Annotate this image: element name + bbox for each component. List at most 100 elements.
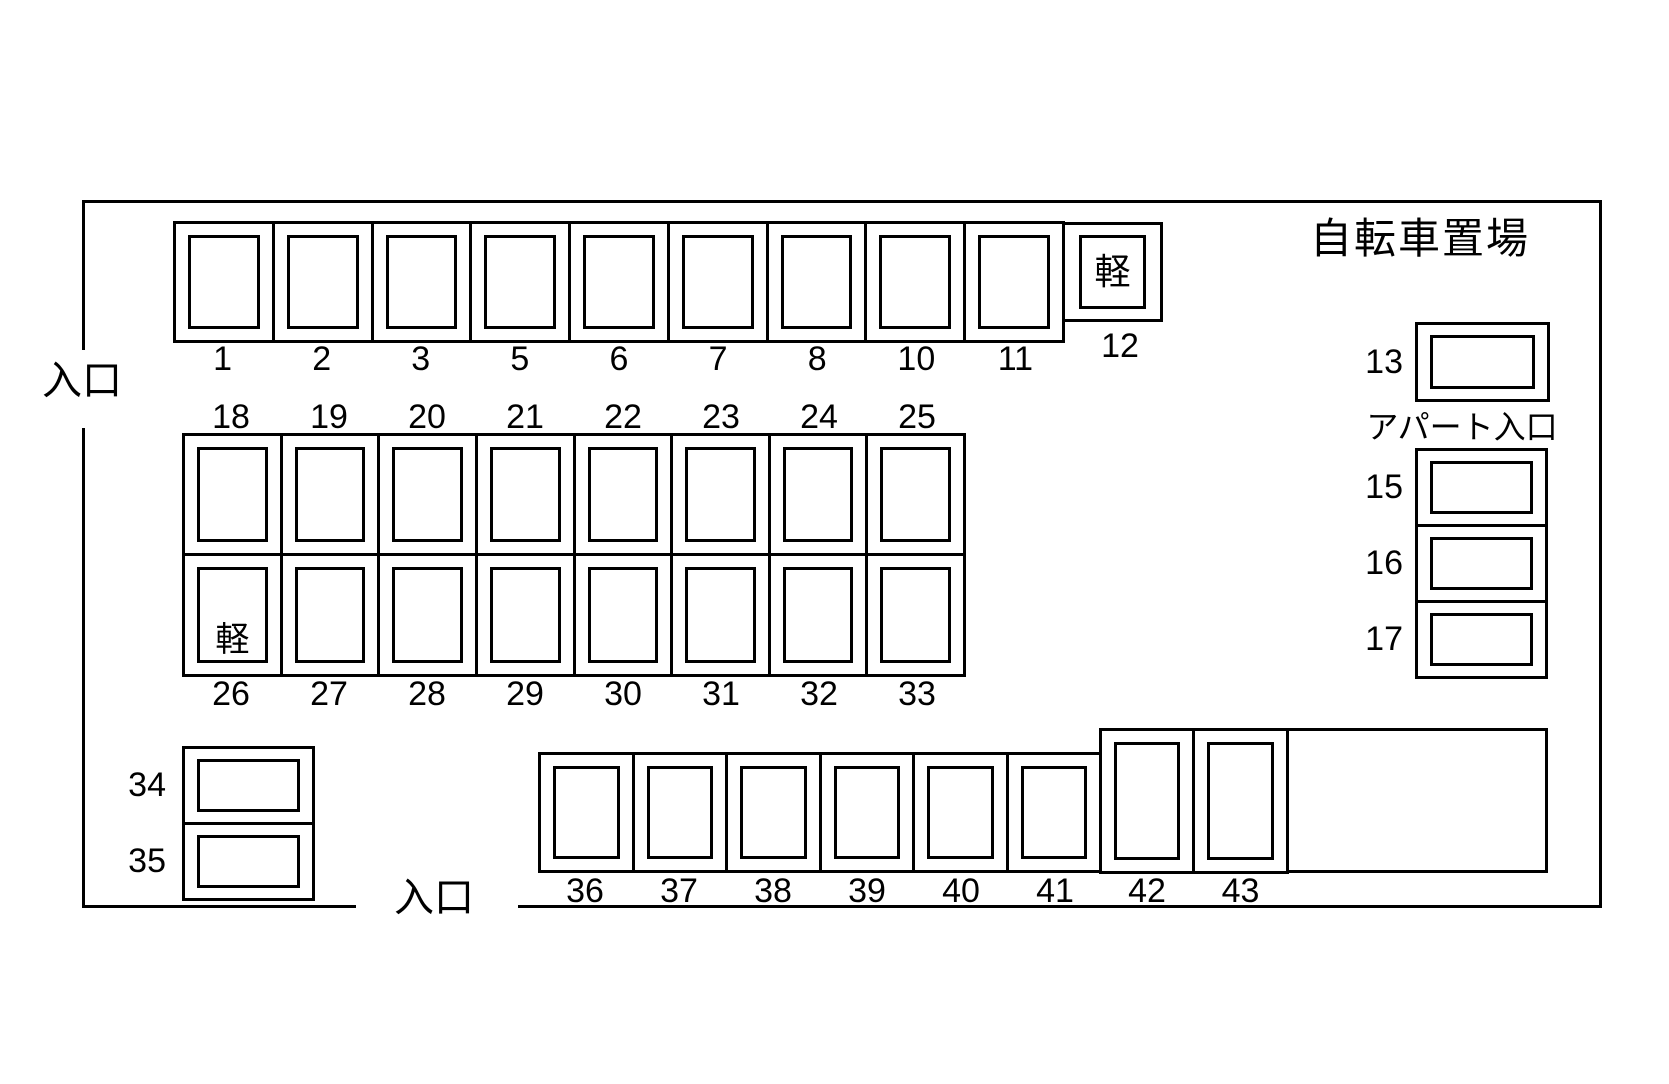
space-number-label: 23 bbox=[702, 398, 740, 436]
parking-space-inner bbox=[197, 447, 268, 542]
right-stack-space-box bbox=[1415, 600, 1548, 679]
parking-space-box bbox=[380, 556, 478, 674]
parking-space-inner bbox=[1430, 335, 1535, 389]
boundary-bottom-line-left bbox=[82, 905, 356, 908]
boundary-right-line bbox=[1599, 200, 1602, 908]
parking-space-box bbox=[868, 436, 963, 553]
parking-space-inner bbox=[484, 235, 557, 329]
bottom-tall-space-box bbox=[1192, 728, 1289, 874]
entrance-label-bottom: 入口 bbox=[394, 876, 474, 920]
parking-space-box bbox=[576, 556, 674, 674]
parking-space-inner bbox=[1207, 742, 1274, 860]
space-number-label: 35 bbox=[128, 842, 166, 880]
parking-space-box bbox=[771, 436, 869, 553]
parking-space-inner bbox=[685, 447, 756, 542]
space-number-label: 37 bbox=[660, 872, 698, 910]
open-area-box bbox=[1286, 728, 1548, 873]
space-number-label: 19 bbox=[310, 398, 348, 436]
right-stack-space-box bbox=[1415, 448, 1548, 527]
top-row-block bbox=[173, 221, 1065, 343]
parking-space-inner bbox=[681, 235, 754, 329]
bottom-tall-space-box bbox=[1099, 728, 1195, 874]
space-number-label: 36 bbox=[566, 872, 604, 910]
space-number-label: 22 bbox=[604, 398, 642, 436]
parking-space-inner bbox=[880, 567, 951, 663]
middle-block-lower-row: 軽 bbox=[182, 553, 966, 677]
space-number-label: 27 bbox=[310, 675, 348, 713]
space-number-label: 30 bbox=[604, 675, 642, 713]
parking-space-inner bbox=[188, 235, 260, 329]
space-number-label: 39 bbox=[848, 872, 886, 910]
parking-space-inner bbox=[782, 447, 854, 542]
left-stack-space-box bbox=[182, 746, 315, 825]
parking-space-box bbox=[728, 755, 822, 870]
space-number-label: 12 bbox=[1101, 327, 1139, 365]
parking-space-box bbox=[185, 436, 283, 553]
parking-space-box bbox=[867, 224, 967, 340]
space-number-label: 20 bbox=[408, 398, 446, 436]
space-number-label: 15 bbox=[1365, 468, 1403, 506]
parking-space-box bbox=[673, 436, 771, 553]
parking-space-box bbox=[769, 224, 868, 340]
parking-space-inner bbox=[294, 447, 366, 542]
space-number-label: 29 bbox=[506, 675, 544, 713]
bottom-row-block bbox=[538, 752, 1102, 873]
space-number-label: 31 bbox=[702, 675, 740, 713]
space-number-label: 11 bbox=[997, 340, 1034, 378]
parking-space-inner bbox=[685, 567, 756, 663]
parking-space-inner bbox=[1020, 766, 1087, 859]
space-number-label: 42 bbox=[1128, 872, 1166, 910]
boundary-bottom-line-right bbox=[518, 905, 1602, 908]
parking-space-inner: 軽 bbox=[1079, 235, 1146, 309]
parking-space-inner bbox=[1430, 461, 1533, 514]
bicycle-area-title: 自転車置場 bbox=[1309, 215, 1531, 262]
parking-space-inner bbox=[197, 759, 300, 812]
parking-space-box bbox=[571, 224, 670, 340]
kei-car-label: 軽 bbox=[1094, 251, 1131, 292]
space-number-label: 32 bbox=[800, 675, 838, 713]
parking-space-box bbox=[176, 224, 275, 340]
parking-space-box bbox=[966, 224, 1062, 340]
parking-space-inner bbox=[553, 766, 620, 859]
space-number-label: 10 bbox=[897, 340, 936, 378]
space-number-label: 41 bbox=[1036, 872, 1074, 910]
parking-space-box bbox=[541, 755, 635, 870]
parking-space-inner bbox=[489, 447, 561, 542]
parking-space-inner bbox=[1430, 613, 1533, 666]
parking-space-inner bbox=[782, 567, 854, 663]
space-number-label: 13 bbox=[1365, 343, 1403, 381]
parking-space-box bbox=[868, 556, 963, 674]
space-number-label: 6 bbox=[609, 340, 629, 378]
boundary-left-line-lower bbox=[82, 428, 85, 908]
parking-space-box bbox=[275, 224, 374, 340]
parking-space-inner bbox=[879, 235, 952, 329]
parking-space-box bbox=[478, 436, 576, 553]
left-stack-space-box bbox=[182, 822, 315, 901]
parking-space-box bbox=[1009, 755, 1100, 870]
parking-space-box bbox=[283, 436, 381, 553]
parking-space-box bbox=[670, 224, 769, 340]
boundary-left-line-upper bbox=[82, 200, 85, 350]
apartment-entrance-label: アパート入口 bbox=[1366, 409, 1558, 445]
parking-space-box bbox=[478, 556, 576, 674]
parking-space-inner bbox=[646, 766, 713, 859]
parking-space-inner bbox=[880, 447, 951, 542]
parking-space-inner bbox=[587, 567, 659, 663]
parking-space-inner bbox=[385, 235, 458, 329]
space-number-label: 16 bbox=[1365, 544, 1403, 582]
middle-block-upper-row bbox=[182, 433, 966, 556]
space-number-label: 2 bbox=[312, 340, 332, 378]
entrance-label-left: 入口 bbox=[42, 359, 122, 403]
space-number-label: 7 bbox=[708, 340, 728, 378]
parking-space-inner bbox=[392, 567, 463, 663]
space-number-label: 18 bbox=[212, 398, 250, 436]
space-number-label: 33 bbox=[898, 675, 936, 713]
space-number-label: 28 bbox=[408, 675, 446, 713]
parking-space-box bbox=[374, 224, 473, 340]
space-number-label: 38 bbox=[754, 872, 792, 910]
parking-space-box bbox=[380, 436, 478, 553]
space-number-label: 17 bbox=[1365, 620, 1403, 658]
kei-space-box: 軽 bbox=[1062, 222, 1163, 322]
parking-space-inner bbox=[489, 567, 561, 663]
space-number-label: 24 bbox=[800, 398, 838, 436]
